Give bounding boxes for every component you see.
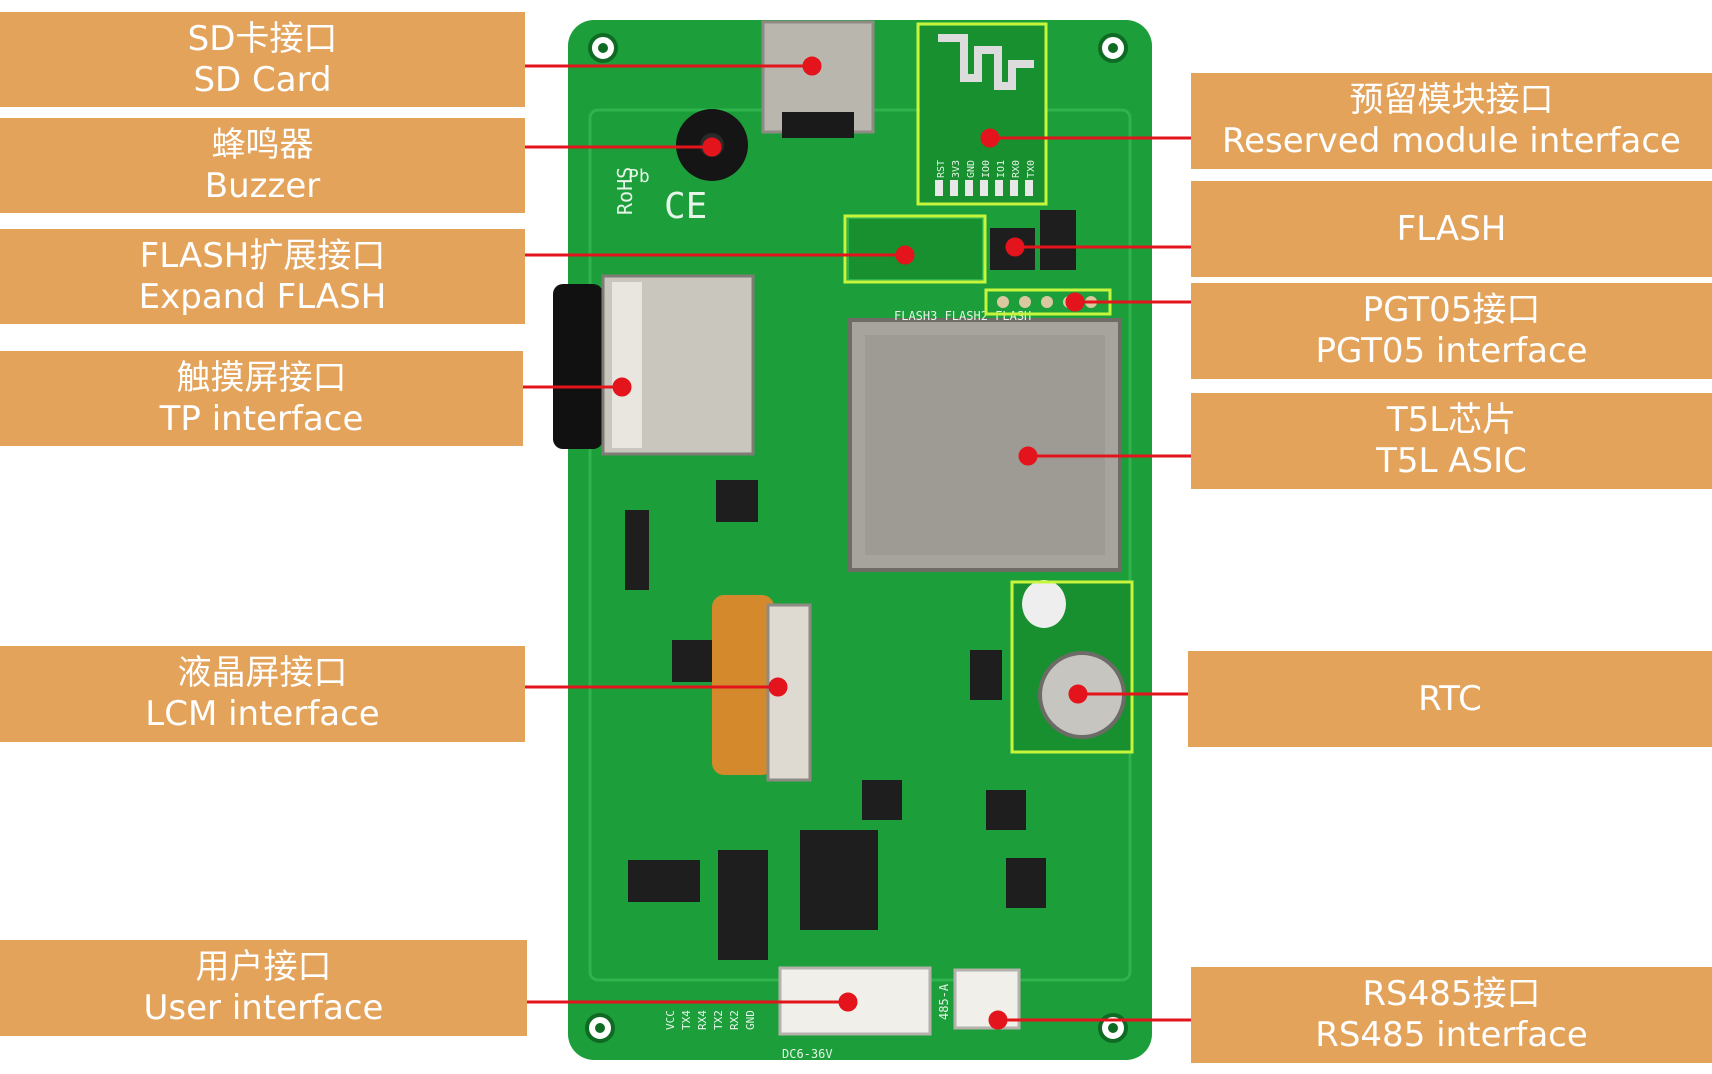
- label-lcm-interface: 液晶屏接口 LCM interface: [0, 646, 525, 742]
- label-expand-flash: FLASH扩展接口 Expand FLASH: [0, 229, 525, 324]
- svg-text:RX4: RX4: [696, 1010, 709, 1030]
- label-buzzer-en: Buzzer: [204, 165, 321, 206]
- label-sd-card-zh: SD卡接口: [187, 18, 338, 59]
- label-expand-flash-zh: FLASH扩展接口: [139, 235, 386, 276]
- svg-text:IO0: IO0: [981, 160, 992, 178]
- power-marking: DC6-36V: [782, 1047, 833, 1061]
- label-reserved-module-zh: 预留模块接口: [1349, 80, 1554, 121]
- label-buzzer-zh: 蜂鸣器: [211, 124, 314, 165]
- rs485-connector: [953, 968, 1021, 1030]
- svg-text:TX0: TX0: [1026, 160, 1037, 178]
- highlight-boxes: [843, 22, 1134, 754]
- svg-text:RX0: RX0: [1011, 160, 1022, 178]
- svg-text:GND: GND: [966, 160, 977, 178]
- label-user-interface-zh: 用户接口: [195, 947, 332, 988]
- label-flash: FLASH: [1191, 181, 1712, 277]
- svg-text:VCC: VCC: [664, 1010, 677, 1030]
- label-reserved-module: 预留模块接口 Reserved module interface: [1191, 73, 1712, 169]
- label-lcm-interface-zh: 液晶屏接口: [177, 653, 348, 694]
- label-sd-card: SD卡接口 SD Card: [0, 12, 525, 107]
- svg-text:RX2: RX2: [728, 1010, 741, 1030]
- label-t5l: T5L芯片 T5L ASIC: [1191, 393, 1712, 489]
- flash-pads-marking: FLASH3 FLASH2 FLASH: [894, 309, 1031, 323]
- label-user-interface-en: User interface: [143, 988, 384, 1028]
- expand-flash-pads: [847, 217, 984, 281]
- svg-text:3V3: 3V3: [951, 160, 962, 178]
- label-t5l-zh: T5L芯片: [1386, 400, 1517, 441]
- lcm-fpc-cable: [712, 595, 774, 775]
- svg-text:IO1: IO1: [996, 160, 1007, 178]
- reserved-module-area: [920, 26, 1045, 204]
- rohs-marking: RoHS: [613, 167, 637, 215]
- svg-text:RST: RST: [936, 160, 947, 178]
- callout-lines: [523, 56, 1191, 1030]
- label-expand-flash-en: Expand FLASH: [138, 276, 387, 317]
- svg-text:GND: GND: [744, 1010, 757, 1030]
- label-lcm-interface-en: LCM interface: [145, 694, 380, 734]
- svg-text:TX2: TX2: [712, 1010, 725, 1030]
- label-user-interface: 用户接口 User interface: [0, 940, 527, 1036]
- tp-connector-cable: [553, 284, 603, 449]
- label-reserved-module-en: Reserved module interface: [1222, 121, 1681, 161]
- label-tp-interface: 触摸屏接口 TP interface: [0, 351, 523, 446]
- label-rtc-en: RTC: [1418, 678, 1482, 719]
- svg-text:TX4: TX4: [680, 1010, 693, 1030]
- module-pin-markings: RST 3V3 GND IO0 IO1 RX0 TX0: [936, 160, 1037, 178]
- label-t5l-en: T5L ASIC: [1376, 441, 1527, 481]
- label-rtc: RTC: [1188, 651, 1712, 747]
- label-pgt05-zh: PGT05接口: [1362, 290, 1541, 331]
- label-flash-en: FLASH: [1396, 208, 1507, 249]
- label-tp-interface-zh: 触摸屏接口: [176, 357, 347, 398]
- rs485-marking: 485-A: [937, 983, 951, 1020]
- label-rs485-zh: RS485接口: [1362, 974, 1541, 1015]
- label-pgt05: PGT05接口 PGT05 interface: [1191, 283, 1712, 379]
- user-pin-markings: VCC TX4 RX4 TX2 RX2 GND: [664, 1010, 757, 1030]
- label-rs485-en: RS485 interface: [1315, 1015, 1588, 1055]
- label-rs485: RS485接口 RS485 interface: [1191, 967, 1712, 1063]
- ce-marking: CE: [664, 186, 707, 227]
- label-tp-interface-en: TP interface: [159, 398, 364, 439]
- label-buzzer: 蜂鸣器 Buzzer: [0, 118, 525, 213]
- label-pgt05-en: PGT05 interface: [1315, 331, 1588, 371]
- pb-marking: Pb: [628, 166, 650, 187]
- label-sd-card-en: SD Card: [193, 59, 332, 100]
